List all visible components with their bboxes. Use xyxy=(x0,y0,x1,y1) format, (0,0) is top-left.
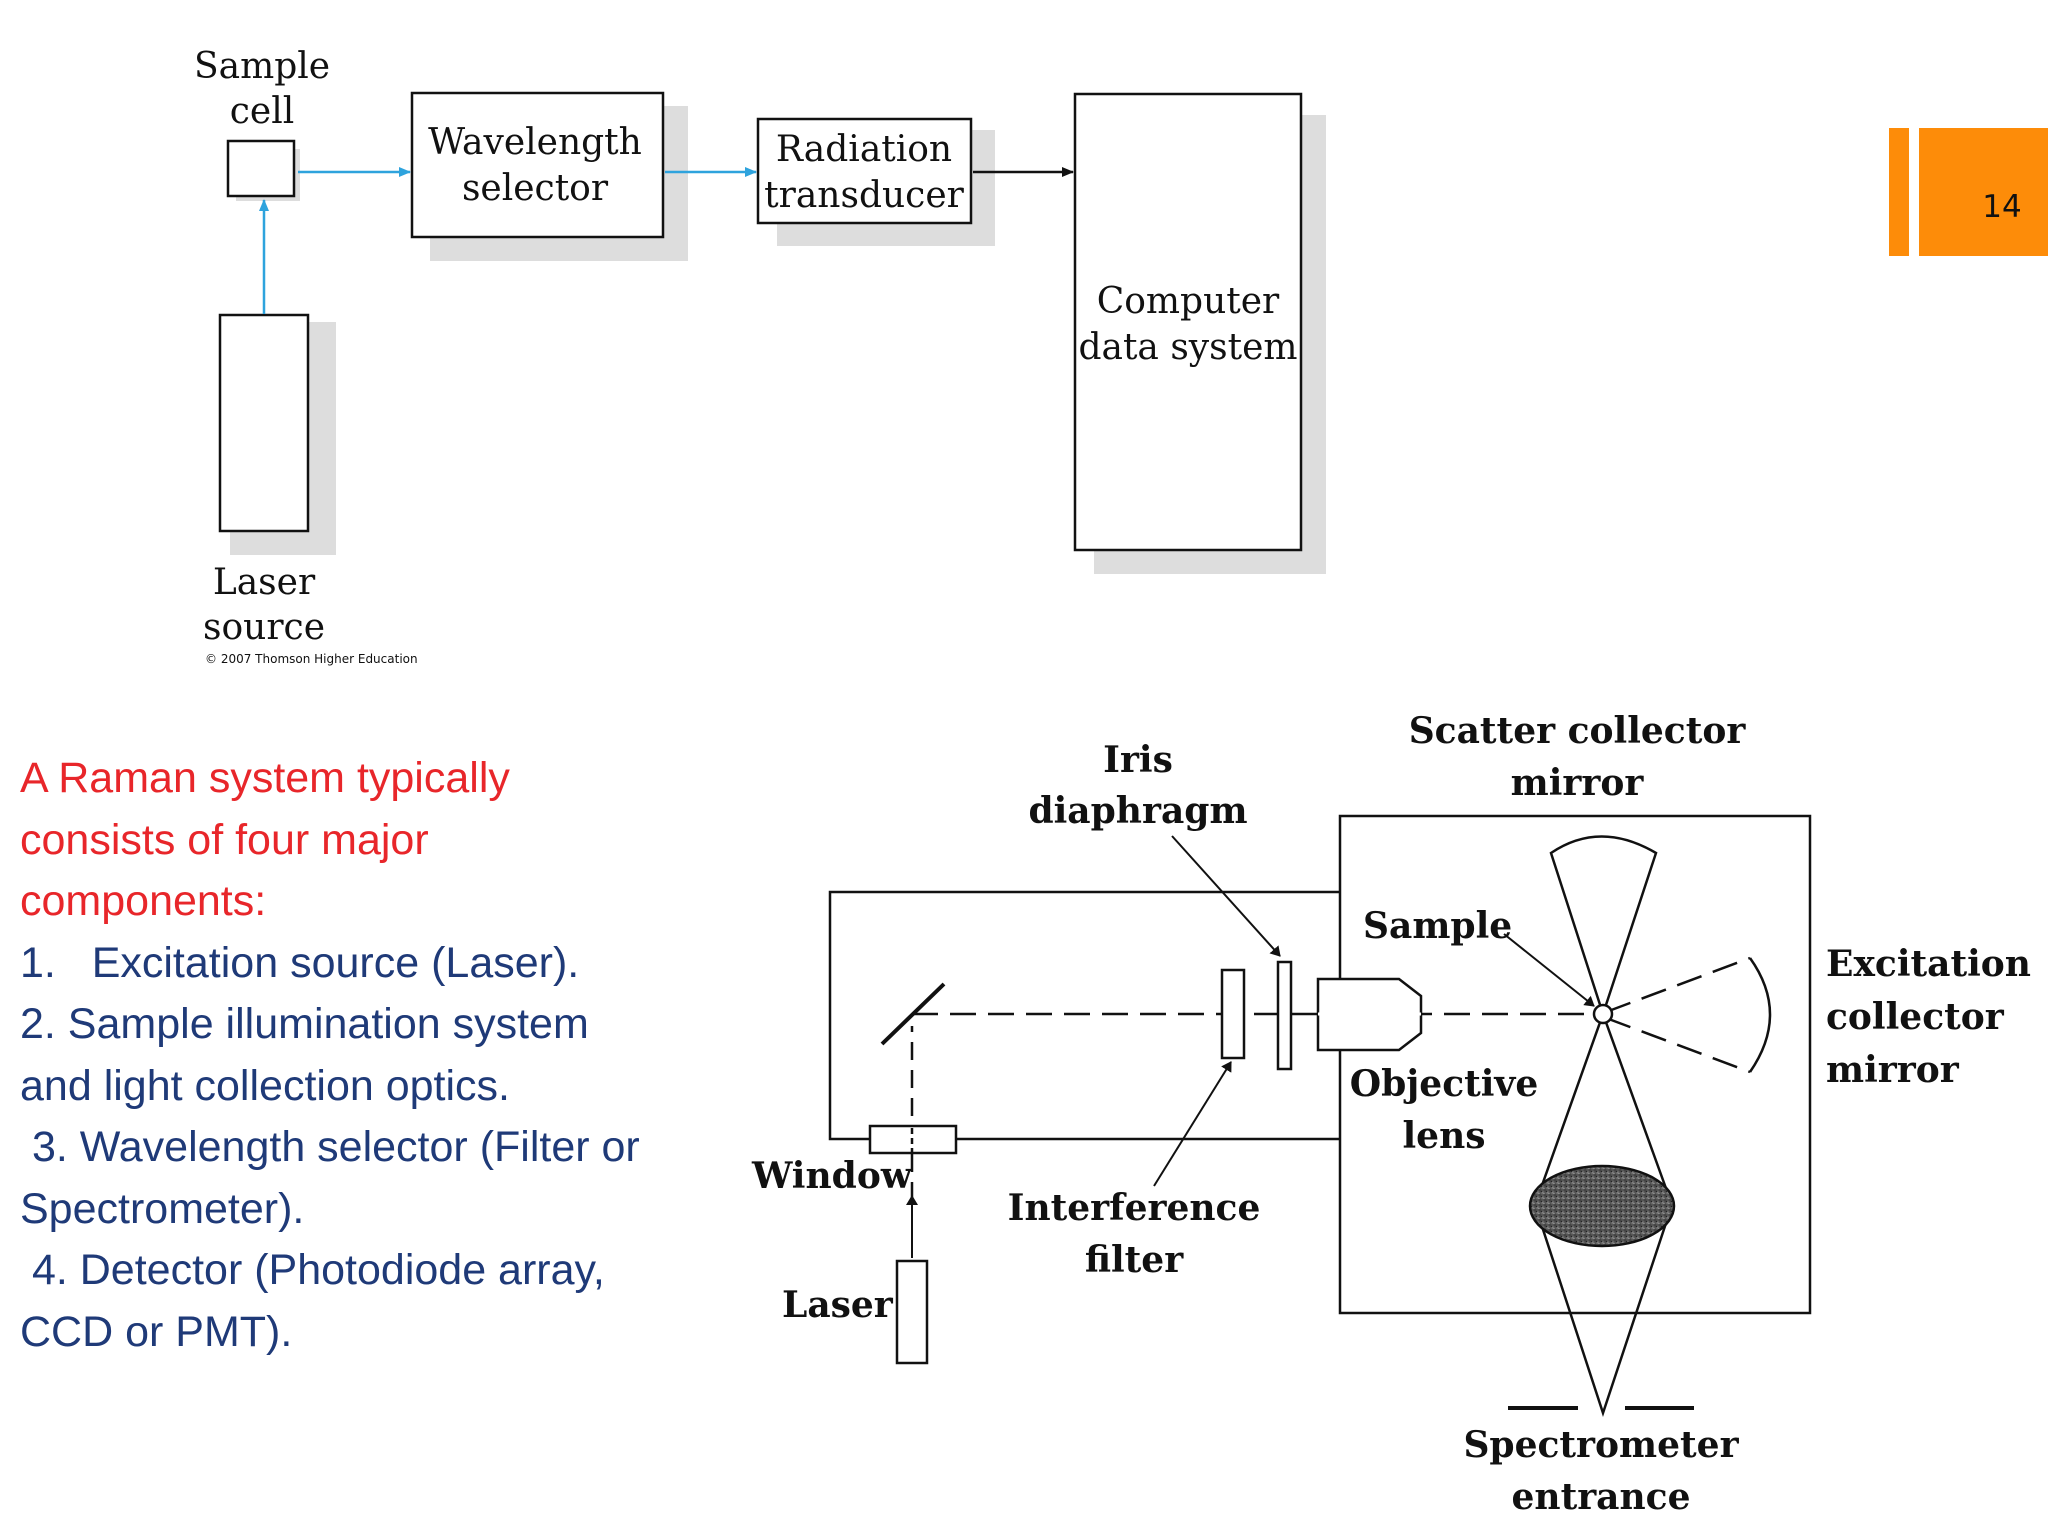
sample-pointer-arrow xyxy=(1503,933,1595,1007)
sample-cell-box xyxy=(226,139,296,198)
window-label: Window xyxy=(751,1155,913,1197)
computer-label-2: data system xyxy=(1078,327,1297,368)
radiation-transducer-label-2: transducer xyxy=(764,175,964,216)
component-line-3: and light collection optics. xyxy=(20,1061,511,1110)
collection-cone xyxy=(1533,1010,1674,1417)
component-line-5: Spectrometer). xyxy=(20,1184,305,1233)
interference-filter-label-2: filter xyxy=(1085,1239,1184,1281)
laser-source-label-1: Laser xyxy=(213,562,316,603)
radiation-transducer-label-1: Radiation xyxy=(776,129,952,170)
radiation-transducer-box xyxy=(756,117,973,225)
laser-tube xyxy=(895,1259,929,1365)
wavelength-selector-label-1: Wavelength xyxy=(428,122,642,163)
sample-chamber xyxy=(1338,814,1812,1315)
excitation-cone-upper xyxy=(1605,956,1751,1014)
spectrometer-label-2: entrance xyxy=(1512,1476,1691,1518)
objective-label-1: Objective xyxy=(1350,1063,1539,1105)
scatter-mirror-label-1: Scatter collector xyxy=(1409,710,1747,752)
component-line-4: 3. Wavelength selector (Filter or xyxy=(20,1123,640,1171)
excitation-cone-lower xyxy=(1605,1016,1751,1074)
excitation-mirror-label-1: Excitation xyxy=(1826,943,2031,985)
components-text: A Raman system typically consists of fou… xyxy=(20,748,740,1363)
component-line-2: 2. Sample illumination system xyxy=(20,1000,589,1048)
sample-point xyxy=(1592,1003,1614,1025)
block-diagram: Sample cell Laser source © 2007 Thomson … xyxy=(194,46,1326,666)
interference-filter xyxy=(1220,968,1246,1060)
focusing-lens xyxy=(1528,1164,1676,1248)
excitation-collector-mirror xyxy=(1748,957,1772,1073)
copyright-note: © 2007 Thomson Higher Education xyxy=(205,652,418,666)
iris-label-1: Iris xyxy=(1103,739,1173,781)
spectrometer-label-1: Spectrometer xyxy=(1463,1424,1739,1466)
slide-number: 14 xyxy=(1982,189,2021,225)
optics-diagram: Iris diaphragm Scatter collector mirror … xyxy=(751,710,2031,1518)
sample-label: Sample xyxy=(1363,905,1512,947)
turning-mirror xyxy=(880,982,946,1046)
slide-number-badge: 14 xyxy=(1889,128,2048,256)
intro-line-1: A Raman system typically xyxy=(20,754,510,802)
excitation-mirror-label-3: mirror xyxy=(1826,1049,1960,1091)
wavelength-selector-label-2: selector xyxy=(462,168,609,209)
iris-diaphragm xyxy=(1276,960,1293,1071)
iris-label-2: diaphragm xyxy=(1028,790,1247,832)
laser-label: Laser xyxy=(782,1284,894,1326)
intro-line-3: components: xyxy=(20,877,267,925)
component-line-7: CCD or PMT). xyxy=(20,1307,293,1356)
interference-filter-label-1: Interference xyxy=(1008,1187,1261,1229)
component-line-1: 1. Excitation source (Laser). xyxy=(20,938,580,987)
sample-cell-label-1: Sample xyxy=(194,46,330,87)
badge-accent-bar xyxy=(1889,128,1909,256)
intro-line-2: consists of four major xyxy=(20,815,429,864)
component-line-6: 4. Detector (Photodiode array, xyxy=(20,1246,605,1294)
laser-source-label-2: source xyxy=(203,607,325,648)
wavelength-selector-box xyxy=(410,91,665,239)
laser-source-box xyxy=(218,313,310,533)
excitation-mirror-label-2: collector xyxy=(1826,996,2005,1038)
scatter-collector-cone xyxy=(1549,835,1658,1019)
scatter-mirror-label-2: mirror xyxy=(1511,762,1645,804)
computer-box xyxy=(1073,92,1303,552)
filter-pointer-arrow xyxy=(1153,1061,1232,1187)
left-enclosure xyxy=(828,890,1340,1141)
badge-box xyxy=(1919,128,2048,256)
sample-cell-label-2: cell xyxy=(230,91,295,132)
objective-label-2: lens xyxy=(1402,1115,1485,1157)
iris-pointer-arrow xyxy=(1171,835,1281,957)
computer-label-1: Computer xyxy=(1097,281,1280,322)
